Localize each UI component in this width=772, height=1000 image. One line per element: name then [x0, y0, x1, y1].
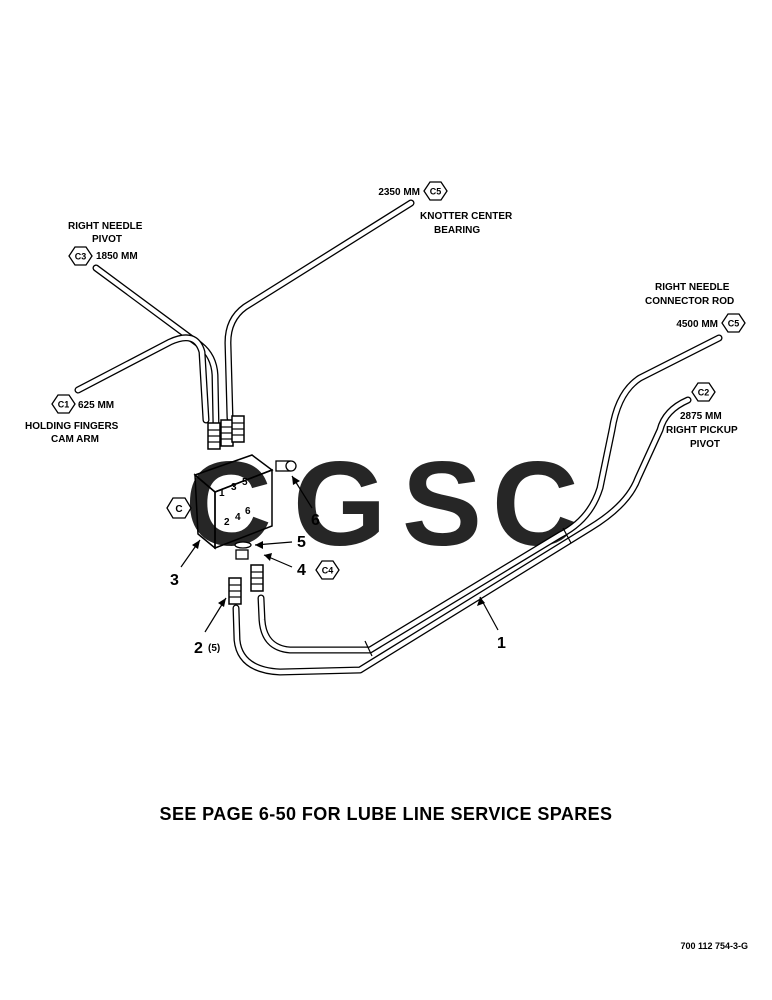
c2-name-line2: PIVOT: [690, 439, 720, 450]
tube-c5-top: [224, 199, 415, 422]
c5-top-length: 2350 MM: [378, 187, 420, 198]
callout-6: 6: [291, 475, 320, 529]
callout-1: 1: [477, 596, 506, 652]
svg-text:6: 6: [311, 512, 320, 529]
svg-text:C: C: [175, 504, 182, 515]
callout-4: 4: [263, 553, 306, 579]
callout-3: 3: [170, 539, 201, 589]
svg-text:C5: C5: [728, 319, 740, 329]
c2-length: 2875 MM: [680, 411, 722, 422]
badge-c2: C2: [691, 382, 716, 402]
port-number-4: 4: [235, 512, 241, 523]
svg-text:3: 3: [170, 572, 179, 589]
distribution-block: 1 3 5 2 4 6: [193, 454, 297, 550]
bottom-fittings: [228, 541, 264, 605]
svg-text:4: 4: [297, 562, 306, 579]
callout-2: 2 (5): [194, 597, 227, 657]
badge-c5-top: C5: [423, 181, 448, 201]
drawing-reference: 700 112 754-3-G: [680, 941, 748, 951]
svg-text:C2: C2: [698, 388, 710, 398]
badge-c3: C3: [68, 246, 93, 266]
svg-text:2: 2: [194, 640, 203, 657]
badge-c1: C1: [51, 394, 76, 414]
c5-top-name-line2: BEARING: [434, 225, 480, 236]
port-number-3: 3: [231, 482, 237, 493]
svg-text:1: 1: [497, 635, 506, 652]
c1-length: 625 MM: [78, 400, 114, 411]
c3-length: 1850 MM: [96, 251, 138, 262]
c5-right-length: 4500 MM: [676, 319, 718, 330]
c1-name-line1: HOLDING FINGERS: [25, 421, 119, 432]
watermark-letter-c1: C: [185, 437, 272, 571]
port-number-2: 2: [224, 517, 230, 528]
c5-right-name-line1: RIGHT NEEDLE: [655, 282, 730, 293]
watermark-letter-g: G: [293, 437, 386, 571]
svg-text:5: 5: [297, 534, 306, 551]
svg-text:C3: C3: [75, 252, 87, 262]
top-fittings: [207, 415, 245, 450]
svg-text:C5: C5: [430, 187, 442, 197]
callout-5: 5: [254, 534, 306, 551]
watermark-letter-s: S: [402, 437, 482, 571]
c5-right-name-line2: CONNECTOR ROD: [645, 296, 734, 307]
port-number-6: 6: [245, 506, 251, 517]
badge-c5-right: C5: [721, 313, 746, 333]
port-number-1: 1: [219, 488, 225, 499]
c2-name-line1: RIGHT PICKUP: [666, 425, 738, 436]
c5-top-name-line1: KNOTTER CENTER: [420, 211, 513, 222]
svg-text:(5): (5): [208, 643, 220, 654]
c3-name-line1: RIGHT NEEDLE: [68, 221, 143, 232]
c1-name-line2: CAM ARM: [51, 434, 99, 445]
lube-tubes: [74, 199, 723, 676]
port-number-5: 5: [242, 477, 248, 488]
badge-c4: C4: [315, 560, 340, 580]
c3-name-line2: PIVOT: [92, 234, 122, 245]
svg-text:C1: C1: [58, 400, 70, 410]
service-spares-note: SEE PAGE 6-50 FOR LUBE LINE SERVICE SPAR…: [159, 804, 613, 824]
svg-text:C4: C4: [322, 566, 334, 576]
badge-block-c: C: [166, 497, 192, 519]
